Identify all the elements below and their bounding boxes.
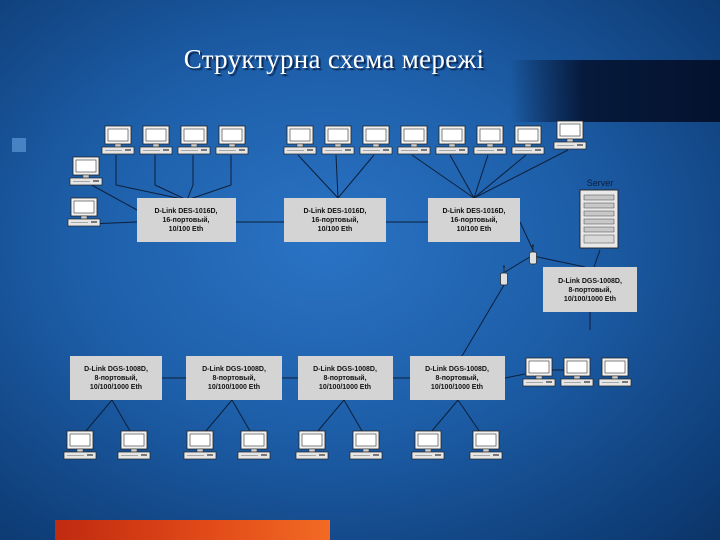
workstation-icon — [522, 357, 556, 387]
workstation-icon — [295, 430, 329, 460]
workstation-icon — [237, 430, 271, 460]
workstation-icon — [598, 357, 632, 387]
workstation-icon — [411, 430, 445, 460]
switch-6-line-2: 8-портовый, — [212, 374, 255, 382]
switch-labels: D-Link DES-1016D, 16-портовый, 10/100 Et… — [84, 208, 622, 391]
server-tower-icon — [579, 189, 619, 249]
workstation-icon — [67, 197, 101, 227]
switch-7-line-1: D-Link DGS-1008D, — [313, 366, 377, 373]
server-label: Server — [587, 178, 614, 188]
switch-3-line-2: 16-портовый, — [451, 216, 498, 224]
slide-title: Структурна схема мережі — [183, 44, 485, 74]
switch-boxes — [70, 198, 637, 400]
workstation-icon — [117, 430, 151, 460]
switch-6-line-3: 10/100/1000 Eth — [208, 384, 260, 391]
workstation-icon — [359, 125, 393, 155]
workstation-icon — [349, 430, 383, 460]
switch-3-line-3: 10/100 Eth — [457, 226, 492, 233]
workstation-icon — [553, 120, 587, 150]
switch-1-line-3: 10/100 Eth — [169, 226, 204, 233]
switch-5-line-3: 10/100/1000 Eth — [90, 384, 142, 391]
decorative-light-square — [12, 138, 26, 152]
switch-2-line-1: D-Link DES-1016D, — [303, 208, 366, 215]
switch-7-line-2: 8-портовый, — [323, 374, 366, 382]
switch-4-line-3: 10/100/1000 Eth — [564, 296, 616, 303]
switch-2-line-3: 10/100 Eth — [318, 226, 353, 233]
switch-2-line-2: 16-портовый, — [312, 216, 359, 224]
workstation-icon — [397, 125, 431, 155]
workstation-icon — [511, 125, 545, 155]
switch-6-line-1: D-Link DGS-1008D, — [202, 366, 266, 373]
workstation-icon — [435, 125, 469, 155]
workstation-icon — [469, 430, 503, 460]
workstation-icon — [177, 125, 211, 155]
switch-1-line-2: 16-портовый, — [163, 216, 210, 224]
switch-3-line-1: D-Link DES-1016D, — [442, 208, 505, 215]
workstation-icon — [101, 125, 135, 155]
switch-4-line-2: 8-портовый, — [568, 286, 611, 294]
switch-8-line-3: 10/100/1000 Eth — [431, 384, 483, 391]
workstation-icon — [139, 125, 173, 155]
switch-8-line-1: D-Link DGS-1008D, — [425, 366, 489, 373]
switch-5-line-1: D-Link DGS-1008D, — [84, 366, 148, 373]
switch-8-line-2: 8-портовый, — [435, 374, 478, 382]
decorative-dark-bar — [510, 60, 720, 122]
workstation-icon — [63, 430, 97, 460]
workstation-icon — [560, 357, 594, 387]
switch-1-line-1: D-Link DES-1016D, — [154, 208, 217, 215]
decorative-accent-bar — [55, 520, 330, 540]
workstation-icon — [473, 125, 507, 155]
workstation-icon — [183, 430, 217, 460]
workstation-icon — [215, 125, 249, 155]
switch-5-line-2: 8-портовый, — [94, 374, 137, 382]
switch-4-line-1: D-Link DGS-1008D, — [558, 278, 622, 285]
switch-7-line-3: 10/100/1000 Eth — [319, 384, 371, 391]
workstation-icon — [321, 125, 355, 155]
workstation-icon — [69, 156, 103, 186]
router-icon — [500, 265, 508, 286]
workstation-icon — [283, 125, 317, 155]
router-icon — [529, 244, 537, 265]
